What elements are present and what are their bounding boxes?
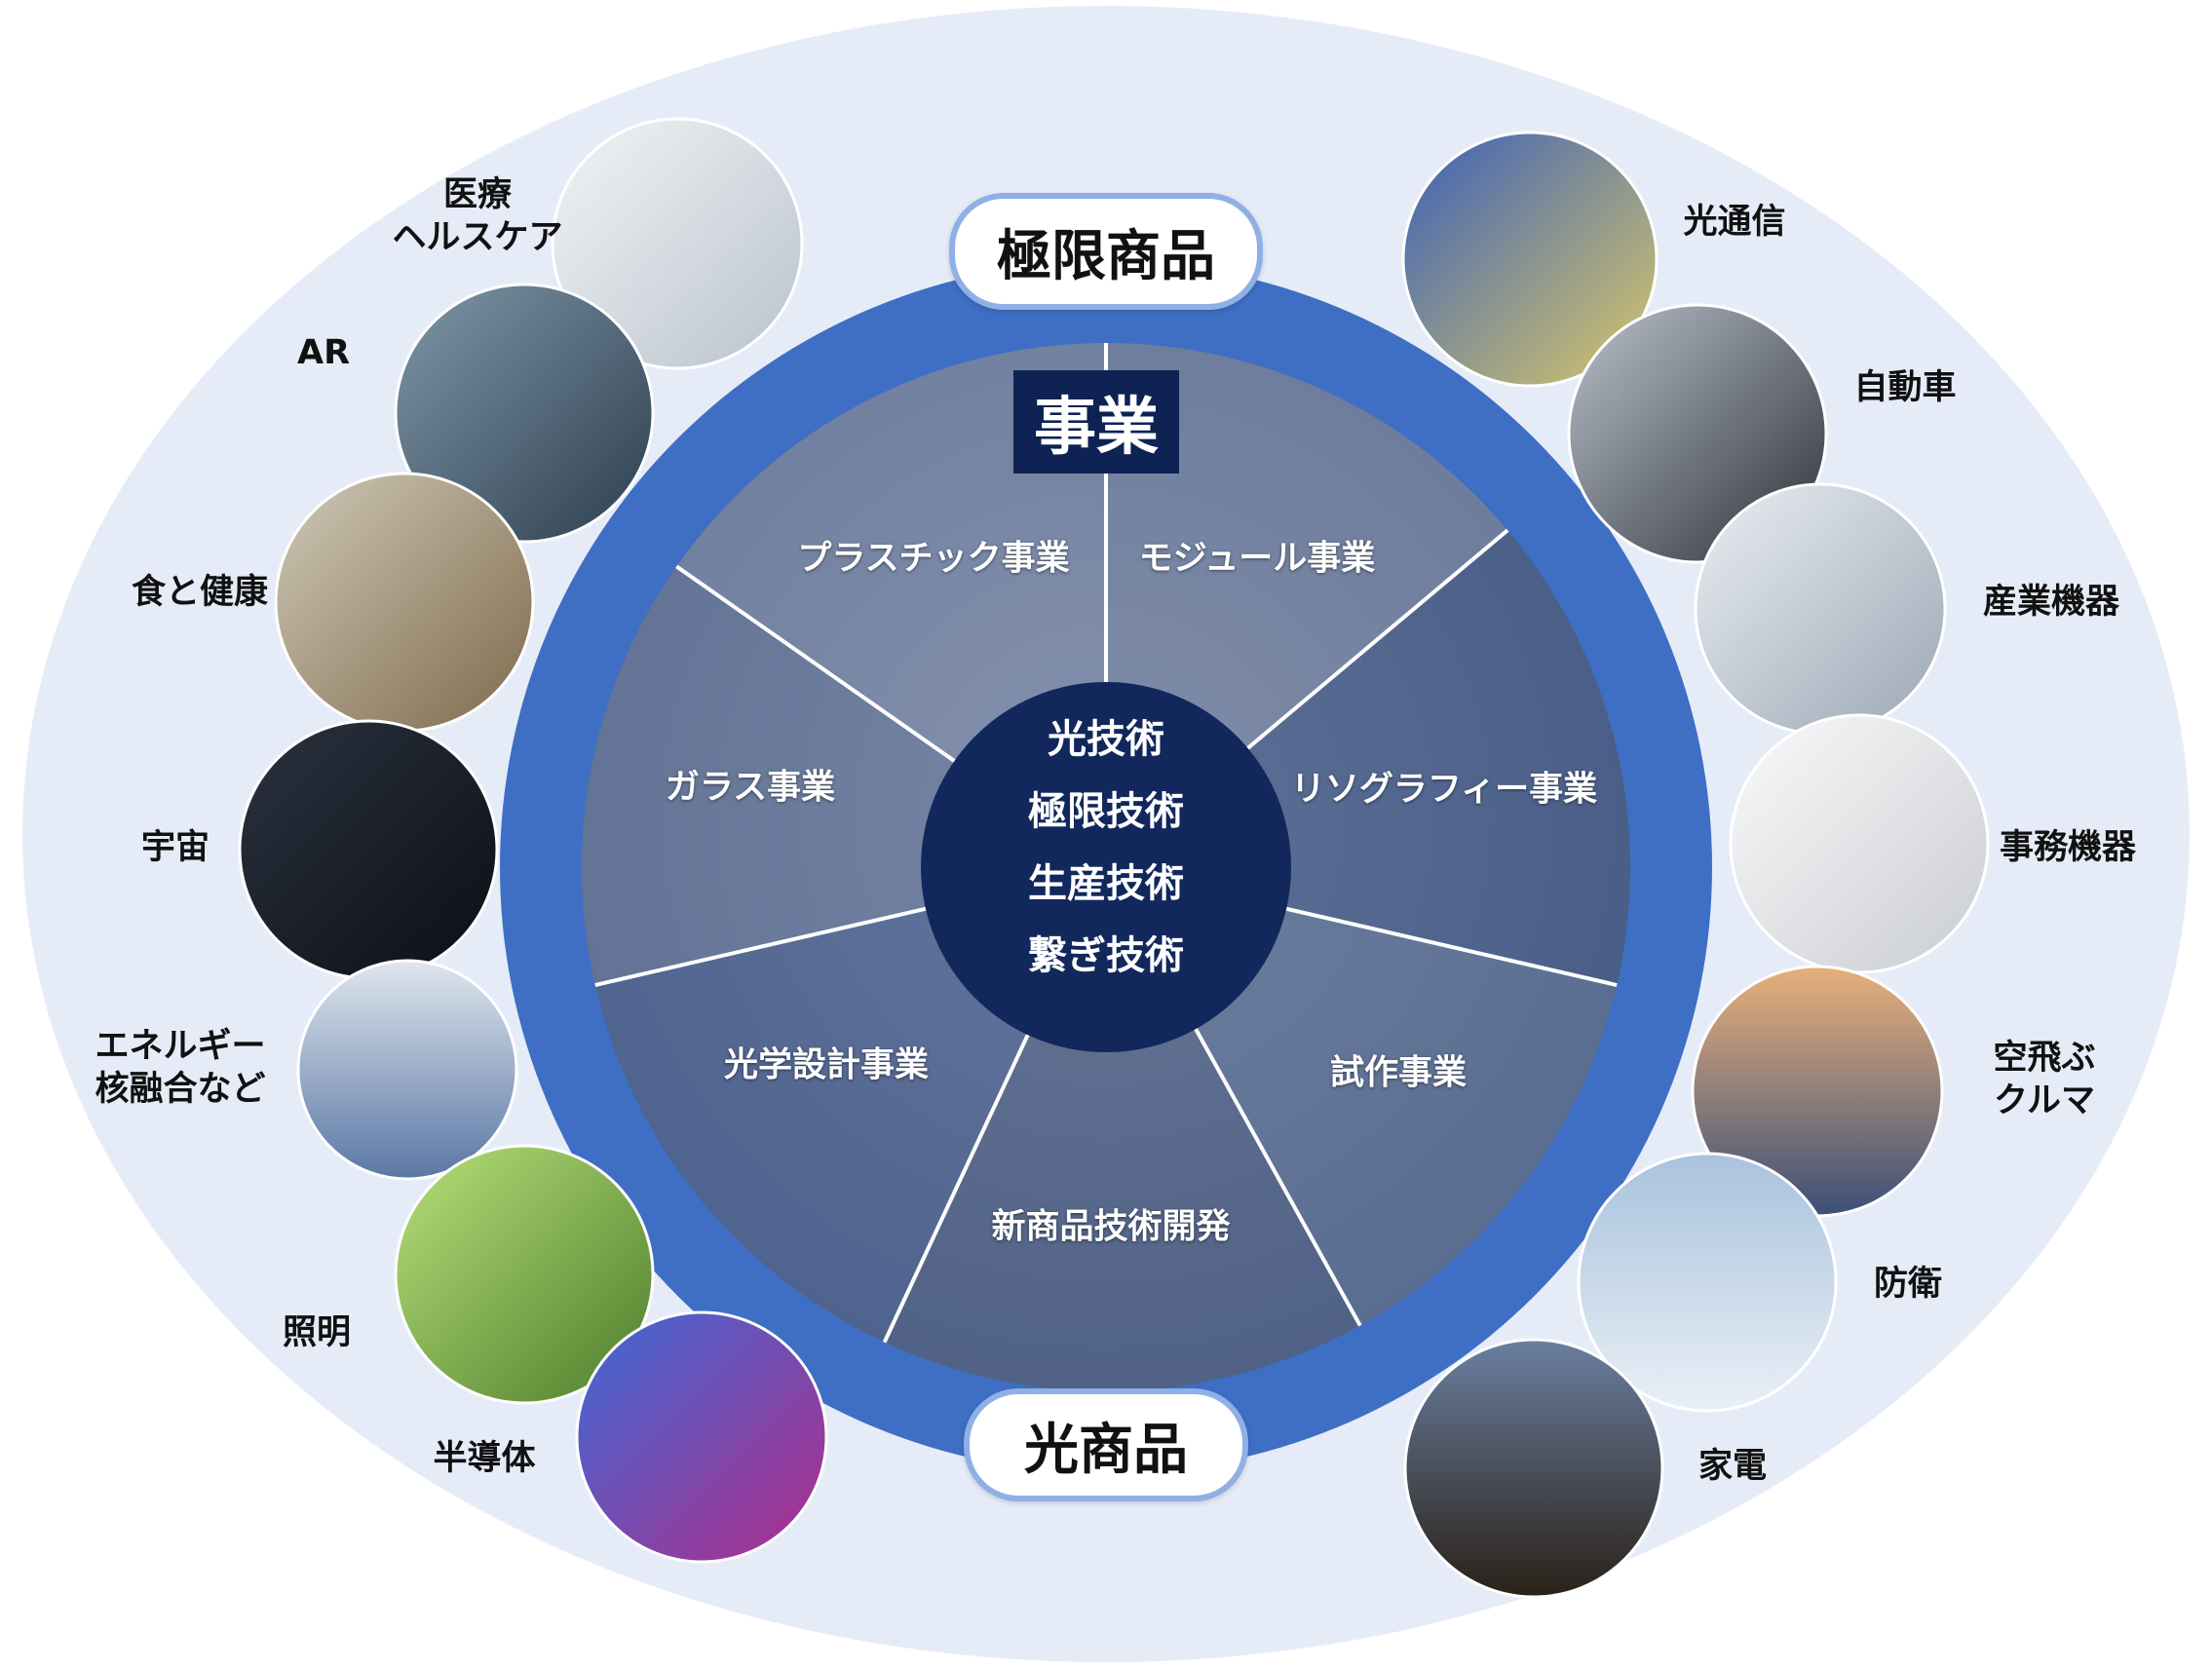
segment-label: 試作事業 xyxy=(1329,1053,1468,1093)
application-photo xyxy=(1694,482,1947,736)
core-tech-item: 生産技術 xyxy=(1028,861,1184,906)
segment-label: モジュール事業 xyxy=(1138,539,1376,579)
application-label: 防衛 xyxy=(1873,1265,1943,1304)
segment-label: リソグラフィー事業 xyxy=(1290,770,1598,810)
application-label: 家電 xyxy=(1697,1447,1768,1486)
application-photo xyxy=(551,117,804,370)
segment-label: 光学設計事業 xyxy=(723,1045,930,1085)
core-technologies: 光技術 極限技術 生産技術 繋ぎ技術 xyxy=(1028,703,1184,992)
top-pill: 極限商品 xyxy=(949,193,1263,310)
application-photo xyxy=(1401,131,1659,388)
bottom-pill: 光商品 xyxy=(964,1388,1248,1501)
application-photo xyxy=(296,959,518,1181)
application-label: 自動車 xyxy=(1853,368,1957,407)
segment-wedge xyxy=(884,867,1360,1391)
application-label: 事務機器 xyxy=(1999,828,2137,867)
application-label: 半導体 xyxy=(433,1439,536,1478)
core-tech-item: 繋ぎ技術 xyxy=(1028,933,1184,978)
core-tech-item: 極限技術 xyxy=(1028,789,1184,834)
core-circle xyxy=(921,682,1291,1052)
segment-label: ガラス事業 xyxy=(665,768,836,808)
application-label: 産業機器 xyxy=(1982,583,2120,622)
application-label: エネルギー 核融合など xyxy=(95,1027,266,1109)
application-label: 光通信 xyxy=(1683,203,1786,242)
application-label: 空飛ぶ クルマ xyxy=(1993,1039,2096,1120)
segment-label: 新商品技術開発 xyxy=(991,1207,1231,1247)
segment-label: プラスチック事業 xyxy=(797,539,1070,579)
application-photos xyxy=(238,117,1990,1599)
application-label: 食と健康 xyxy=(131,573,269,612)
business-title: 事業 xyxy=(1013,370,1179,474)
application-photo xyxy=(575,1310,828,1564)
application-photo xyxy=(238,719,499,980)
application-photo xyxy=(394,1144,655,1405)
application-photo xyxy=(1403,1338,1664,1599)
application-label: AR xyxy=(296,333,351,372)
core-tech-item: 光技術 xyxy=(1048,717,1164,762)
application-label: 照明 xyxy=(282,1313,352,1352)
application-photo xyxy=(394,283,655,544)
application-photo xyxy=(274,472,535,733)
application-label: 医療 ヘルスケア xyxy=(392,175,563,257)
application-label: 宇宙 xyxy=(140,828,210,867)
application-photo xyxy=(1577,1152,1838,1413)
application-photo xyxy=(1729,713,1990,974)
